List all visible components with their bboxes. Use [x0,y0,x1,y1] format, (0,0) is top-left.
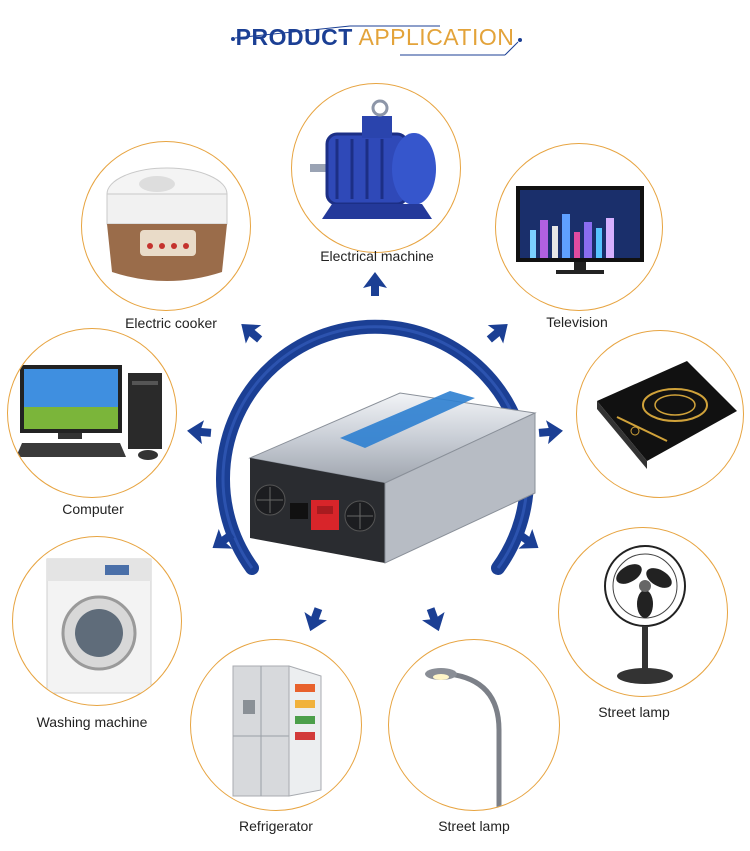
page-header: PRODUCT APPLICATION [0,18,750,58]
arrow-upright-icon [481,314,516,349]
item-electrical-machine [291,83,461,253]
label-electric-cooker: Electric cooker [125,315,217,331]
label-refrigerator: Refrigerator [239,818,313,834]
rice-cooker-icon [106,167,228,281]
label-television: Television [546,314,608,330]
label-street-lamp: Street lamp [438,818,510,834]
washing-machine-icon [46,558,152,694]
item-electric-cooker [81,141,251,311]
label-washing-machine: Washing machine [36,714,148,730]
label-electrical-machine: Electrical machine [320,248,434,264]
refrigerator-icon [232,665,322,797]
item-induction-cooker [576,330,744,498]
title-decoration [231,25,522,56]
arrow-down-left2-icon [298,604,330,636]
label-stand-fan: Street lamp [598,704,670,720]
page-title: PRODUCT APPLICATION [0,24,750,51]
item-refrigerator [190,639,362,811]
title-light: APPLICATION [358,24,515,50]
desktop-computer-icon [16,365,162,460]
arrow-down-right2-icon [419,604,451,636]
item-stand-fan [558,527,728,697]
inverter-image [248,391,537,564]
item-washing-machine [12,536,182,706]
stand-fan-icon [604,545,686,684]
street-lamp-icon [425,668,502,810]
item-television [495,143,663,311]
title-bold: PRODUCT [235,24,353,50]
item-computer [7,328,177,498]
electric-motor-icon [310,99,436,219]
arrow-upleft-icon [233,314,268,349]
induction-cooker-icon [597,361,737,469]
arrow-up-icon [363,272,387,296]
arrow-left-icon [186,418,213,445]
item-street-lamp [388,639,560,811]
label-computer: Computer [62,501,124,517]
tv-icon [516,186,644,274]
inverter-product [245,388,545,568]
